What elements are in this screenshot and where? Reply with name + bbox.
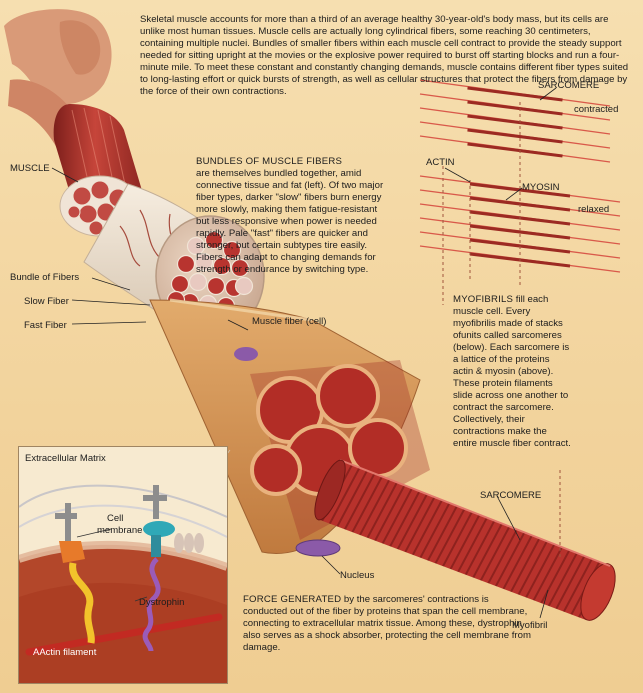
- guide-lines: [442, 102, 561, 560]
- label-fast-fiber: Fast Fiber: [24, 320, 67, 331]
- force-paragraph: FORCE GENERATED by the sarcomeres' contr…: [243, 594, 533, 654]
- fiber-cross-section: [204, 230, 224, 250]
- bundles-body: are themselves bundled together, amid co…: [196, 168, 384, 275]
- fiber-cross-section: [206, 276, 226, 296]
- fiber-cross-section: [188, 272, 208, 292]
- intro-paragraph: Skeletal muscle accounts for more than a…: [140, 14, 629, 97]
- inset-label-actin-filament: AActin filament: [33, 647, 97, 658]
- inset-illustration: [19, 484, 227, 683]
- dystrophin-shape: [142, 557, 161, 652]
- label-myosin: MYOSIN: [522, 182, 560, 193]
- myosin-filament-line: [467, 86, 563, 102]
- myofibril-long: [314, 459, 616, 621]
- nucleus-shape-bottom: [295, 539, 341, 557]
- fiber-cross-section: [234, 276, 254, 296]
- myosin-filament-line: [469, 224, 571, 240]
- fiber-cross-section: [222, 240, 242, 260]
- membrane-protein-right: [142, 485, 204, 652]
- myosin-filament-line: [467, 128, 563, 144]
- label-muscle: MUSCLE: [10, 163, 50, 174]
- label-myofibril: Myofibril: [512, 620, 548, 631]
- myosin-filament-line: [467, 100, 563, 116]
- myofibrils-body: fill each muscle cell. Every myofibrilis…: [453, 294, 571, 449]
- fiber-cross-section: [212, 256, 232, 276]
- label-muscle-fiber: Muscle fiber (cell): [252, 316, 327, 327]
- inset-label-extracellular-matrix: Extracellular Matrix: [25, 453, 106, 464]
- bundles-heading: BUNDLES OF MUSCLE FIBERS: [196, 156, 343, 167]
- actin-filament-shape: [25, 613, 223, 656]
- fiber-cross-section: [170, 274, 190, 294]
- label-contracted: contracted: [574, 104, 619, 115]
- force-heading: FORCE GENERATED: [243, 594, 342, 605]
- label-slow-fiber: Slow Fiber: [24, 296, 69, 307]
- label-relaxed: relaxed: [578, 204, 610, 215]
- sarcomere-contracted-lattice: [419, 79, 611, 163]
- inset-label-cell: Cell: [107, 513, 124, 524]
- myofibrils-paragraph: MYOFIBRILS fill each muscle cell. Every …: [453, 294, 571, 450]
- myosin-filament-line: [467, 142, 563, 158]
- inset-label-membrane: membrane: [97, 525, 143, 536]
- label-sarcomere-bottom: SARCOMERE: [480, 490, 542, 501]
- membrane-protein-left: [55, 503, 95, 644]
- myofibrils-heading: MYOFIBRILS: [453, 294, 514, 305]
- label-bundle-of-fibers: Bundle of Fibers: [10, 272, 80, 283]
- fiber-cross-section: [230, 258, 250, 278]
- label-nucleus: Nucleus: [340, 570, 375, 581]
- fiber-cross-section: [176, 254, 196, 274]
- label-actin: ACTIN: [426, 157, 455, 168]
- force-body: by the sarcomeres' contractions is condu…: [243, 594, 531, 653]
- myofibril-cross-section: [250, 444, 302, 496]
- label-sarcomere-top: SARCOMERE: [538, 80, 600, 91]
- fiber-cross-section: [186, 236, 206, 256]
- nucleus-shape-top: [234, 347, 258, 361]
- inset-label-dystrophin: Dystrophin: [139, 597, 185, 608]
- myosin-filament-line: [467, 114, 563, 130]
- myofibril-cross-section: [316, 364, 380, 428]
- bundles-paragraph: BUNDLES OF MUSCLE FIBERS are themselves …: [196, 156, 386, 276]
- fiber-cross-section: [194, 252, 214, 272]
- inset-membrane-detail: Extracellular Matrix Cell membrane Dystr…: [18, 446, 228, 684]
